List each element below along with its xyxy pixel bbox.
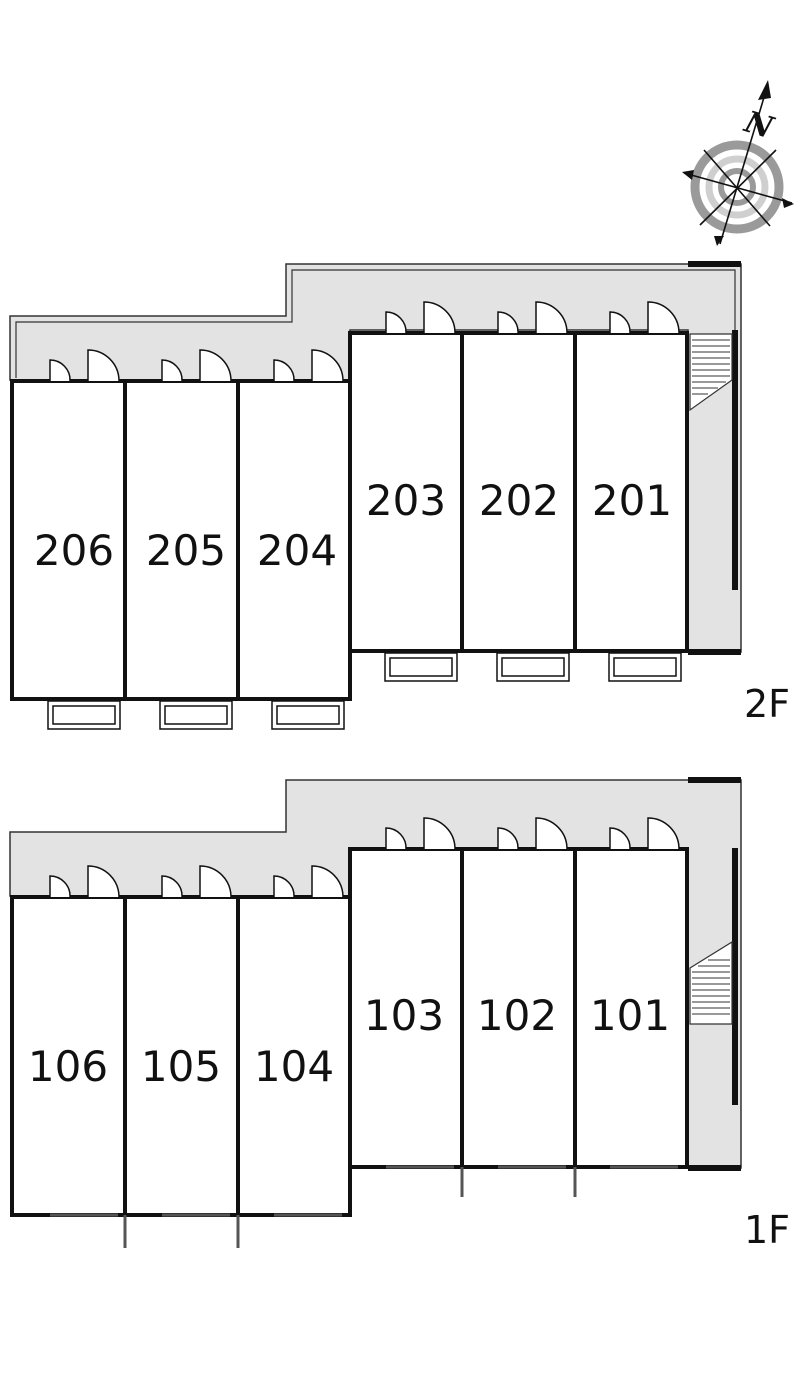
floor-label-1f: 1F [744,1208,790,1252]
unit-102[interactable]: 102 [460,847,577,1169]
unit-206[interactable]: 206 [10,379,127,701]
unit-label: 105 [141,1042,221,1091]
unit-label: 205 [146,526,226,575]
unit-label: 204 [257,526,337,575]
unit-label: 203 [366,476,446,525]
partition-stubs-1f [123,1167,577,1248]
unit-label: 106 [28,1042,108,1091]
door-icons-2f [49,301,680,382]
door-icons-1f [49,817,680,898]
windows-1f [50,1165,678,1217]
unit-201[interactable]: 201 [573,331,689,653]
floor-1f: 106 105 104 103 102 101 [9,777,790,1252]
unit-label: 104 [254,1042,334,1091]
staircase-1f [689,940,733,1025]
unit-205[interactable]: 205 [123,379,240,701]
floor-2f: 206 205 204 203 202 201 [9,261,790,730]
unit-label: 206 [34,526,114,575]
unit-label: 102 [477,991,557,1040]
unit-105[interactable]: 105 [123,895,240,1217]
floor-label-2f: 2F [744,682,790,726]
unit-204[interactable]: 204 [236,379,352,701]
unit-104[interactable]: 104 [236,895,352,1217]
unit-label: 201 [592,476,672,525]
north-label: N [740,104,779,146]
balconies-2f [47,652,682,730]
unit-101[interactable]: 101 [573,847,689,1169]
unit-202[interactable]: 202 [460,331,577,653]
unit-106[interactable]: 106 [10,895,127,1217]
unit-103[interactable]: 103 [348,847,464,1169]
compass-icon: N [682,80,794,246]
unit-label: 103 [364,991,444,1040]
unit-label: 202 [479,476,559,525]
unit-203[interactable]: 203 [348,331,464,653]
unit-label: 101 [590,991,670,1040]
staircase-2f [689,333,733,412]
